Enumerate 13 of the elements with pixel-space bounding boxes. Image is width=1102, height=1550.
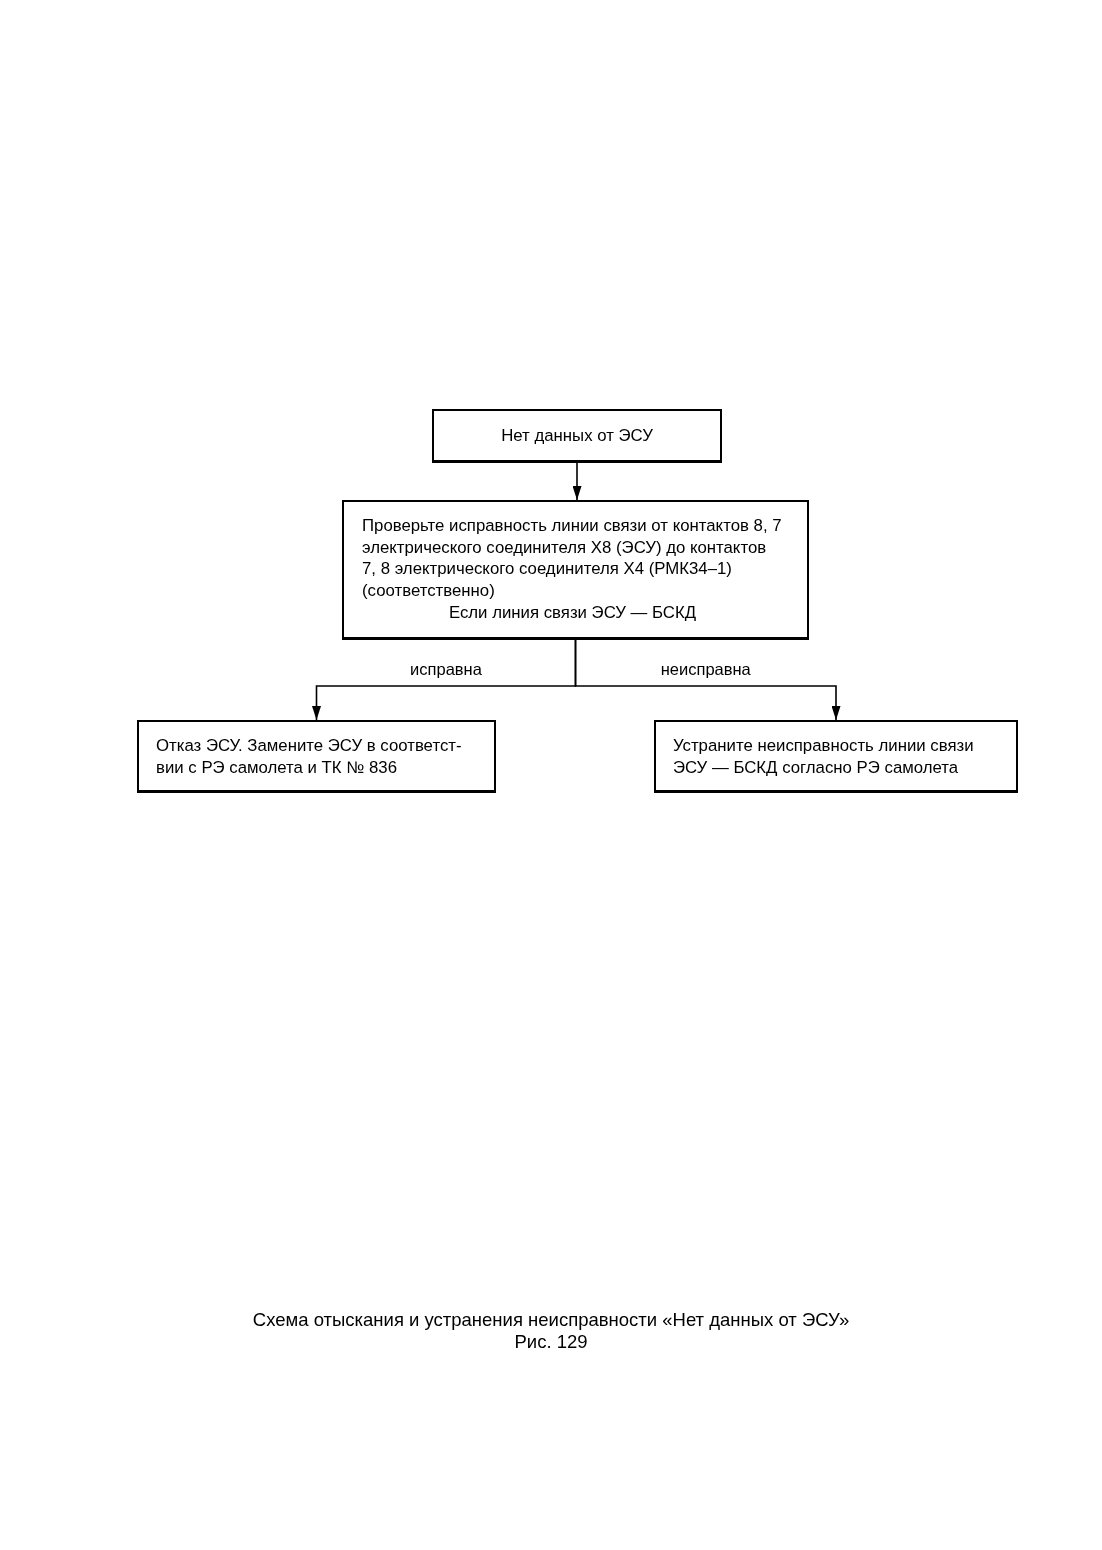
process-box <box>137 720 496 793</box>
box-text: Нет данных от ЭСУ <box>500 424 654 447</box>
figure-number: Рис. 129 <box>514 1331 588 1353</box>
box-subtext: Если линия связи ЭСУ — БСКД <box>447 602 698 624</box>
box-text: Отказ ЭСУ. Замените ЭСУ в соответст- вии с РЭ самолета и ТК № 836 <box>156 735 463 778</box>
process-box <box>342 500 809 640</box>
arrow <box>572 462 582 501</box>
box-text: Устраните неисправность линии связи ЭСУ — БСКД согласно РЭ самолета <box>673 735 975 778</box>
box-text: Проверьте исправность линии связи от контактов 8, 7 электрического соединителя Х8 (ЭСУ) до контактов 7, 8 электрического соединителя Х4 (РМК34–1) (соответственно) <box>362 515 783 602</box>
process-box <box>432 409 722 463</box>
process-box <box>654 720 1018 793</box>
arrow <box>574 639 841 721</box>
figure-caption: Схема отыскания и устранения неисправности «Нет данных от ЭСУ» <box>252 1309 850 1331</box>
